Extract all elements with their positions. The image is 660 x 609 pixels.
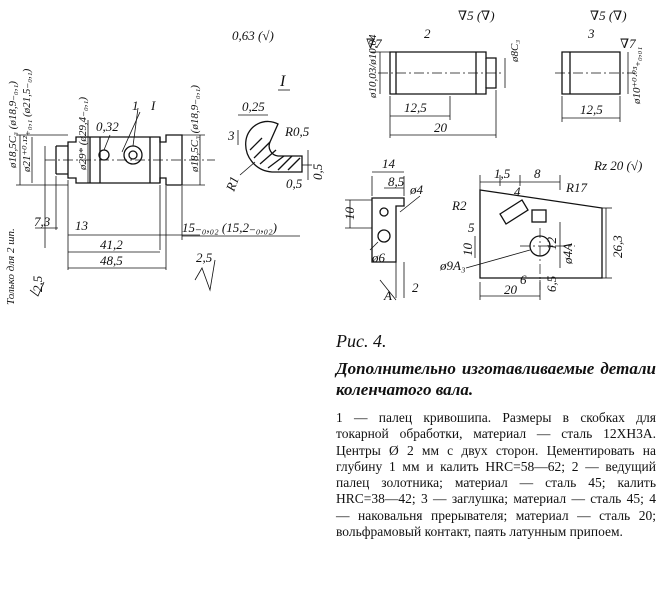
detailI-label: I [279,73,286,90]
part2-dim-20: 20 [434,120,448,135]
part2-dia-right: ø8С₃ [509,40,521,63]
detailI-dim-3: 3 [227,128,235,143]
part1-dim-25b: 2,5 [30,275,45,292]
figure-title: Дополнительно изготавливаемые детали кол… [336,359,656,399]
detailI-dim-R05: R0,5 [284,124,310,139]
part4b-dim-dia4A: ø4A [560,243,575,265]
figure-number: Рис. 4. [336,331,387,351]
part4b-dim-12: 12 [544,237,559,251]
part2-dia-left: ø10,03/ø10,04 [367,34,379,99]
part4-side-view [345,171,421,301]
part4b-dim-263: 26,3 [610,235,625,258]
part1-roughness: 0,63 (√) [232,28,274,43]
part4b-label: 4 [514,184,521,199]
part4b-dim-65: 6,5 [544,275,559,292]
part4b-dim-8: 8 [534,166,541,181]
part1-dim-73: 7,3 [34,214,51,229]
part4a-dim-2: 2 [412,280,419,295]
part2-roughness: ∇5 (∇) [458,8,495,23]
part4a-dim-dia4: ø4 [409,182,424,197]
part3-dia: ø10⁺⁰·⁰³₊₀,₀₁ [631,47,643,105]
part2-label: 2 [424,26,431,41]
detailI-dim-025: 0,25 [242,99,265,114]
part1-dim-485: 48,5 [100,253,123,268]
part1-dia-left: ø18,5С₃ (ø18,9₋₀,₁) [7,81,19,169]
part4a-dim-10: 10 [342,207,357,221]
part1-dim-13: 13 [75,218,89,233]
part1-dim-15: 15₋₀,₀₂ (15,2₋₀,₀₂) [182,220,277,235]
part4-anvil [465,175,612,300]
part2-pin [370,51,506,138]
part2-dim-125: 12,5 [404,100,427,115]
part1-label-1: 1 [132,98,139,113]
part3-rough-small: ∇7 [620,36,636,51]
detailI-dim-05b: 0,5 [310,163,325,180]
part3-label: 3 [587,26,595,41]
part3-roughness: ∇5 (∇) [590,8,627,23]
part3-plug [555,51,635,122]
part1-side-note: Только для 2 шп. [5,228,17,305]
part4b-dim-10: 10 [460,243,475,257]
part4a-dim-14: 14 [382,156,396,171]
part1-dia-mid: ø21⁺⁰·¹²₊₀,₁ (ø21,5₋₀,₁) [21,68,33,173]
part4b-dim-6: 6 [520,272,527,287]
part4a-dim-85: 8,5 [388,174,405,189]
part1-crank-pin [16,107,300,297]
part1-dia-center: ø29* (ø29,4₋₀,₁) [77,97,89,171]
part4b-dim-R17: R17 [565,180,587,195]
part1-dim-032: 0,32 [96,119,119,134]
part4b-dim-R2: R2 [451,198,467,213]
part1-dim-25a: 2,5 [196,250,213,265]
part4b-dim-5: 5 [468,220,475,235]
part4b-dim-dia9: ø9A₃ [439,258,465,273]
part4a-arrow-A: A [383,288,392,303]
part4b-roughness: Rz 20 (√) [593,158,642,173]
detail-I [237,89,312,180]
detailI-dim-R1: R1 [222,174,241,194]
part4b-dim-15: 1,5 [494,166,511,181]
part1-label-I: I [150,98,156,113]
part3-dim-125: 12,5 [580,102,603,117]
part2-rough-small: ∇7 [366,36,382,51]
detailI-dim-05a: 0,5 [286,176,303,191]
figure-caption: Рис. 4. Дополнительно изготавливаемые де… [336,330,656,540]
part1-dim-412: 41,2 [100,237,123,252]
part4b-dim-20: 20 [504,282,518,297]
part1-dia-right: ø18,5С₃ (ø18,9₋₀,₁) [189,85,201,173]
part4a-dim-dia6: ø6 [371,250,386,265]
figure-description: 1 — палец кривошипа. Размеры в скобках д… [336,410,656,540]
